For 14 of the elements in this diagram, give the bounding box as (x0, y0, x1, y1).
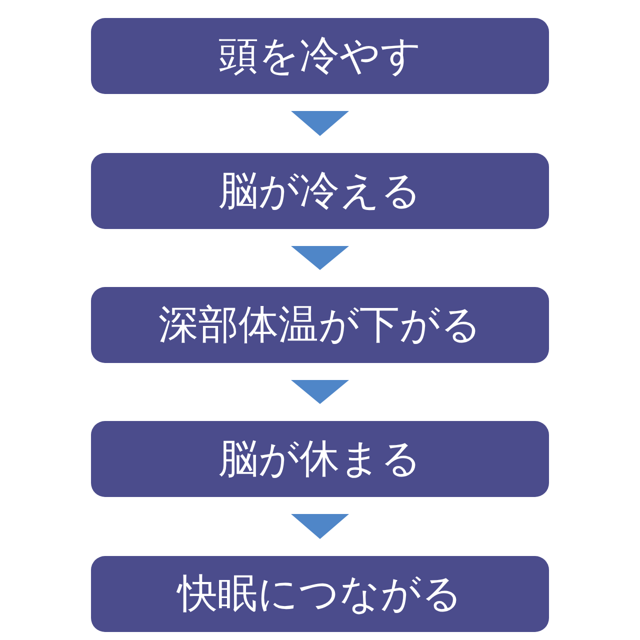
arrow (291, 514, 349, 539)
arrow (291, 246, 349, 270)
step-text: 深部体温が下がる (158, 305, 482, 345)
process-box (91, 153, 549, 229)
arrow (291, 111, 349, 136)
step-text: 脳が休まる (218, 439, 422, 479)
process-box (91, 556, 549, 632)
process-box (91, 18, 549, 94)
step-text: 頭を冷やす (218, 36, 422, 76)
process-box (91, 287, 549, 363)
step-text: 快眠につながる (178, 574, 462, 614)
arrow (291, 380, 349, 404)
process-box (91, 421, 549, 497)
step-text: 脳が冷える (218, 171, 422, 211)
